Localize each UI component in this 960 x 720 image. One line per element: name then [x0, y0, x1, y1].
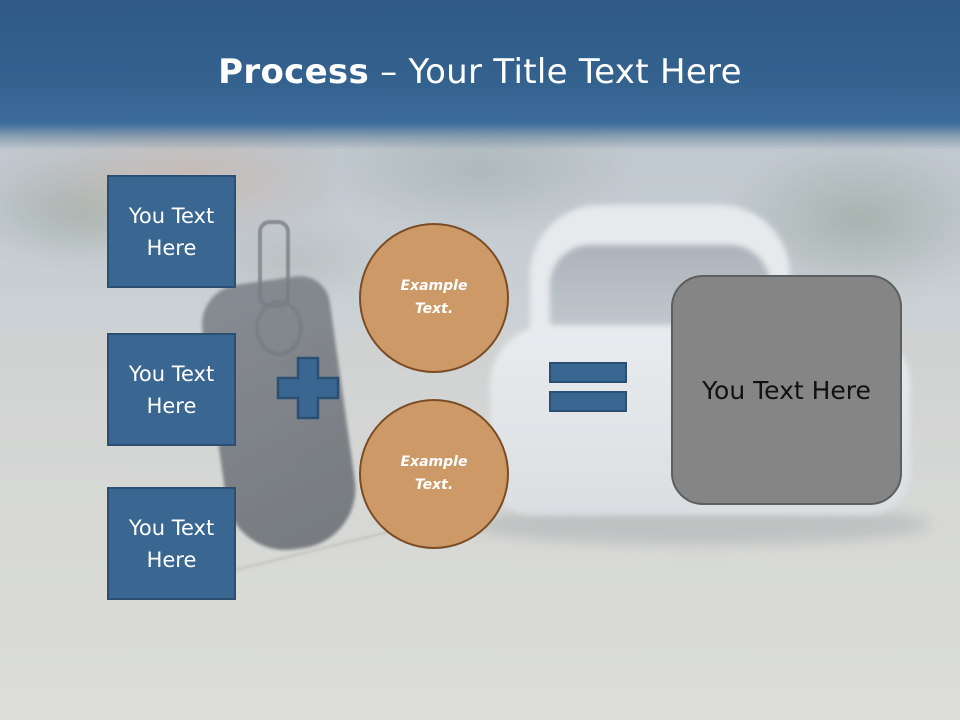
example-circle-1-label: Example Text. — [400, 278, 468, 317]
text-box-3[interactable]: You Text Here — [107, 487, 236, 600]
title-bar: Process – Your Title Text Here — [0, 0, 960, 150]
result-box-label: You Text Here — [702, 375, 871, 405]
plus-icon — [276, 356, 340, 420]
equals-bar-bottom — [549, 391, 627, 412]
text-box-1[interactable]: You Text Here — [107, 175, 236, 288]
equals-bar-top — [549, 362, 627, 383]
text-box-1-label: You Text Here — [128, 203, 215, 260]
result-box[interactable]: You Text Here — [671, 275, 902, 505]
example-circle-2-label: Example Text. — [400, 454, 468, 493]
example-circle-1[interactable]: Example Text. — [359, 223, 509, 373]
title-bold: Process — [218, 52, 370, 92]
slide-title: Process – Your Title Text Here — [0, 52, 960, 92]
text-box-2-label: You Text Here — [128, 361, 215, 418]
example-circle-2[interactable]: Example Text. — [359, 399, 509, 549]
title-rest: – Your Title Text Here — [369, 52, 742, 92]
text-box-3-label: You Text Here — [128, 515, 215, 572]
text-box-2[interactable]: You Text Here — [107, 333, 236, 446]
